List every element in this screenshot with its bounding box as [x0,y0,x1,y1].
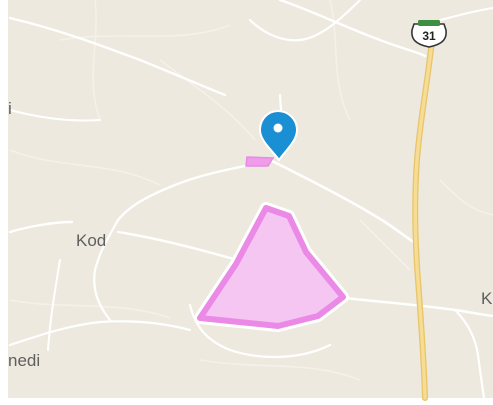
place-label-west-partial: i [8,99,12,118]
map-pin-icon[interactable] [258,109,299,162]
map-land [8,0,493,398]
highlighted-parcel[interactable] [245,156,275,167]
highway-shield-number: 31 [422,29,436,43]
road-southwest [47,259,61,351]
road-south-east [343,296,493,318]
road-upper-west [9,109,101,122]
road-west-diagonal [8,16,227,97]
road-west-loop [93,218,120,322]
road-west-south [8,320,192,347]
road-kod-west [8,220,74,234]
road-northeast [278,0,427,58]
road-far-northeast [439,7,493,21]
place-label-east-partial: K [481,289,493,308]
place-label-kod: Kod [76,231,107,250]
road-south-curve [188,303,332,359]
highway-shield-31: 31 [411,20,447,48]
highlighted-area[interactable] [194,202,349,332]
road-east-junction [453,308,486,400]
place-label-nedi: nedi [8,351,41,370]
minor-tracks [9,0,493,381]
road-pin-east [268,158,420,247]
road-pin-west [116,163,252,222]
road-north-loop [248,0,362,42]
highway-31 [412,37,435,401]
